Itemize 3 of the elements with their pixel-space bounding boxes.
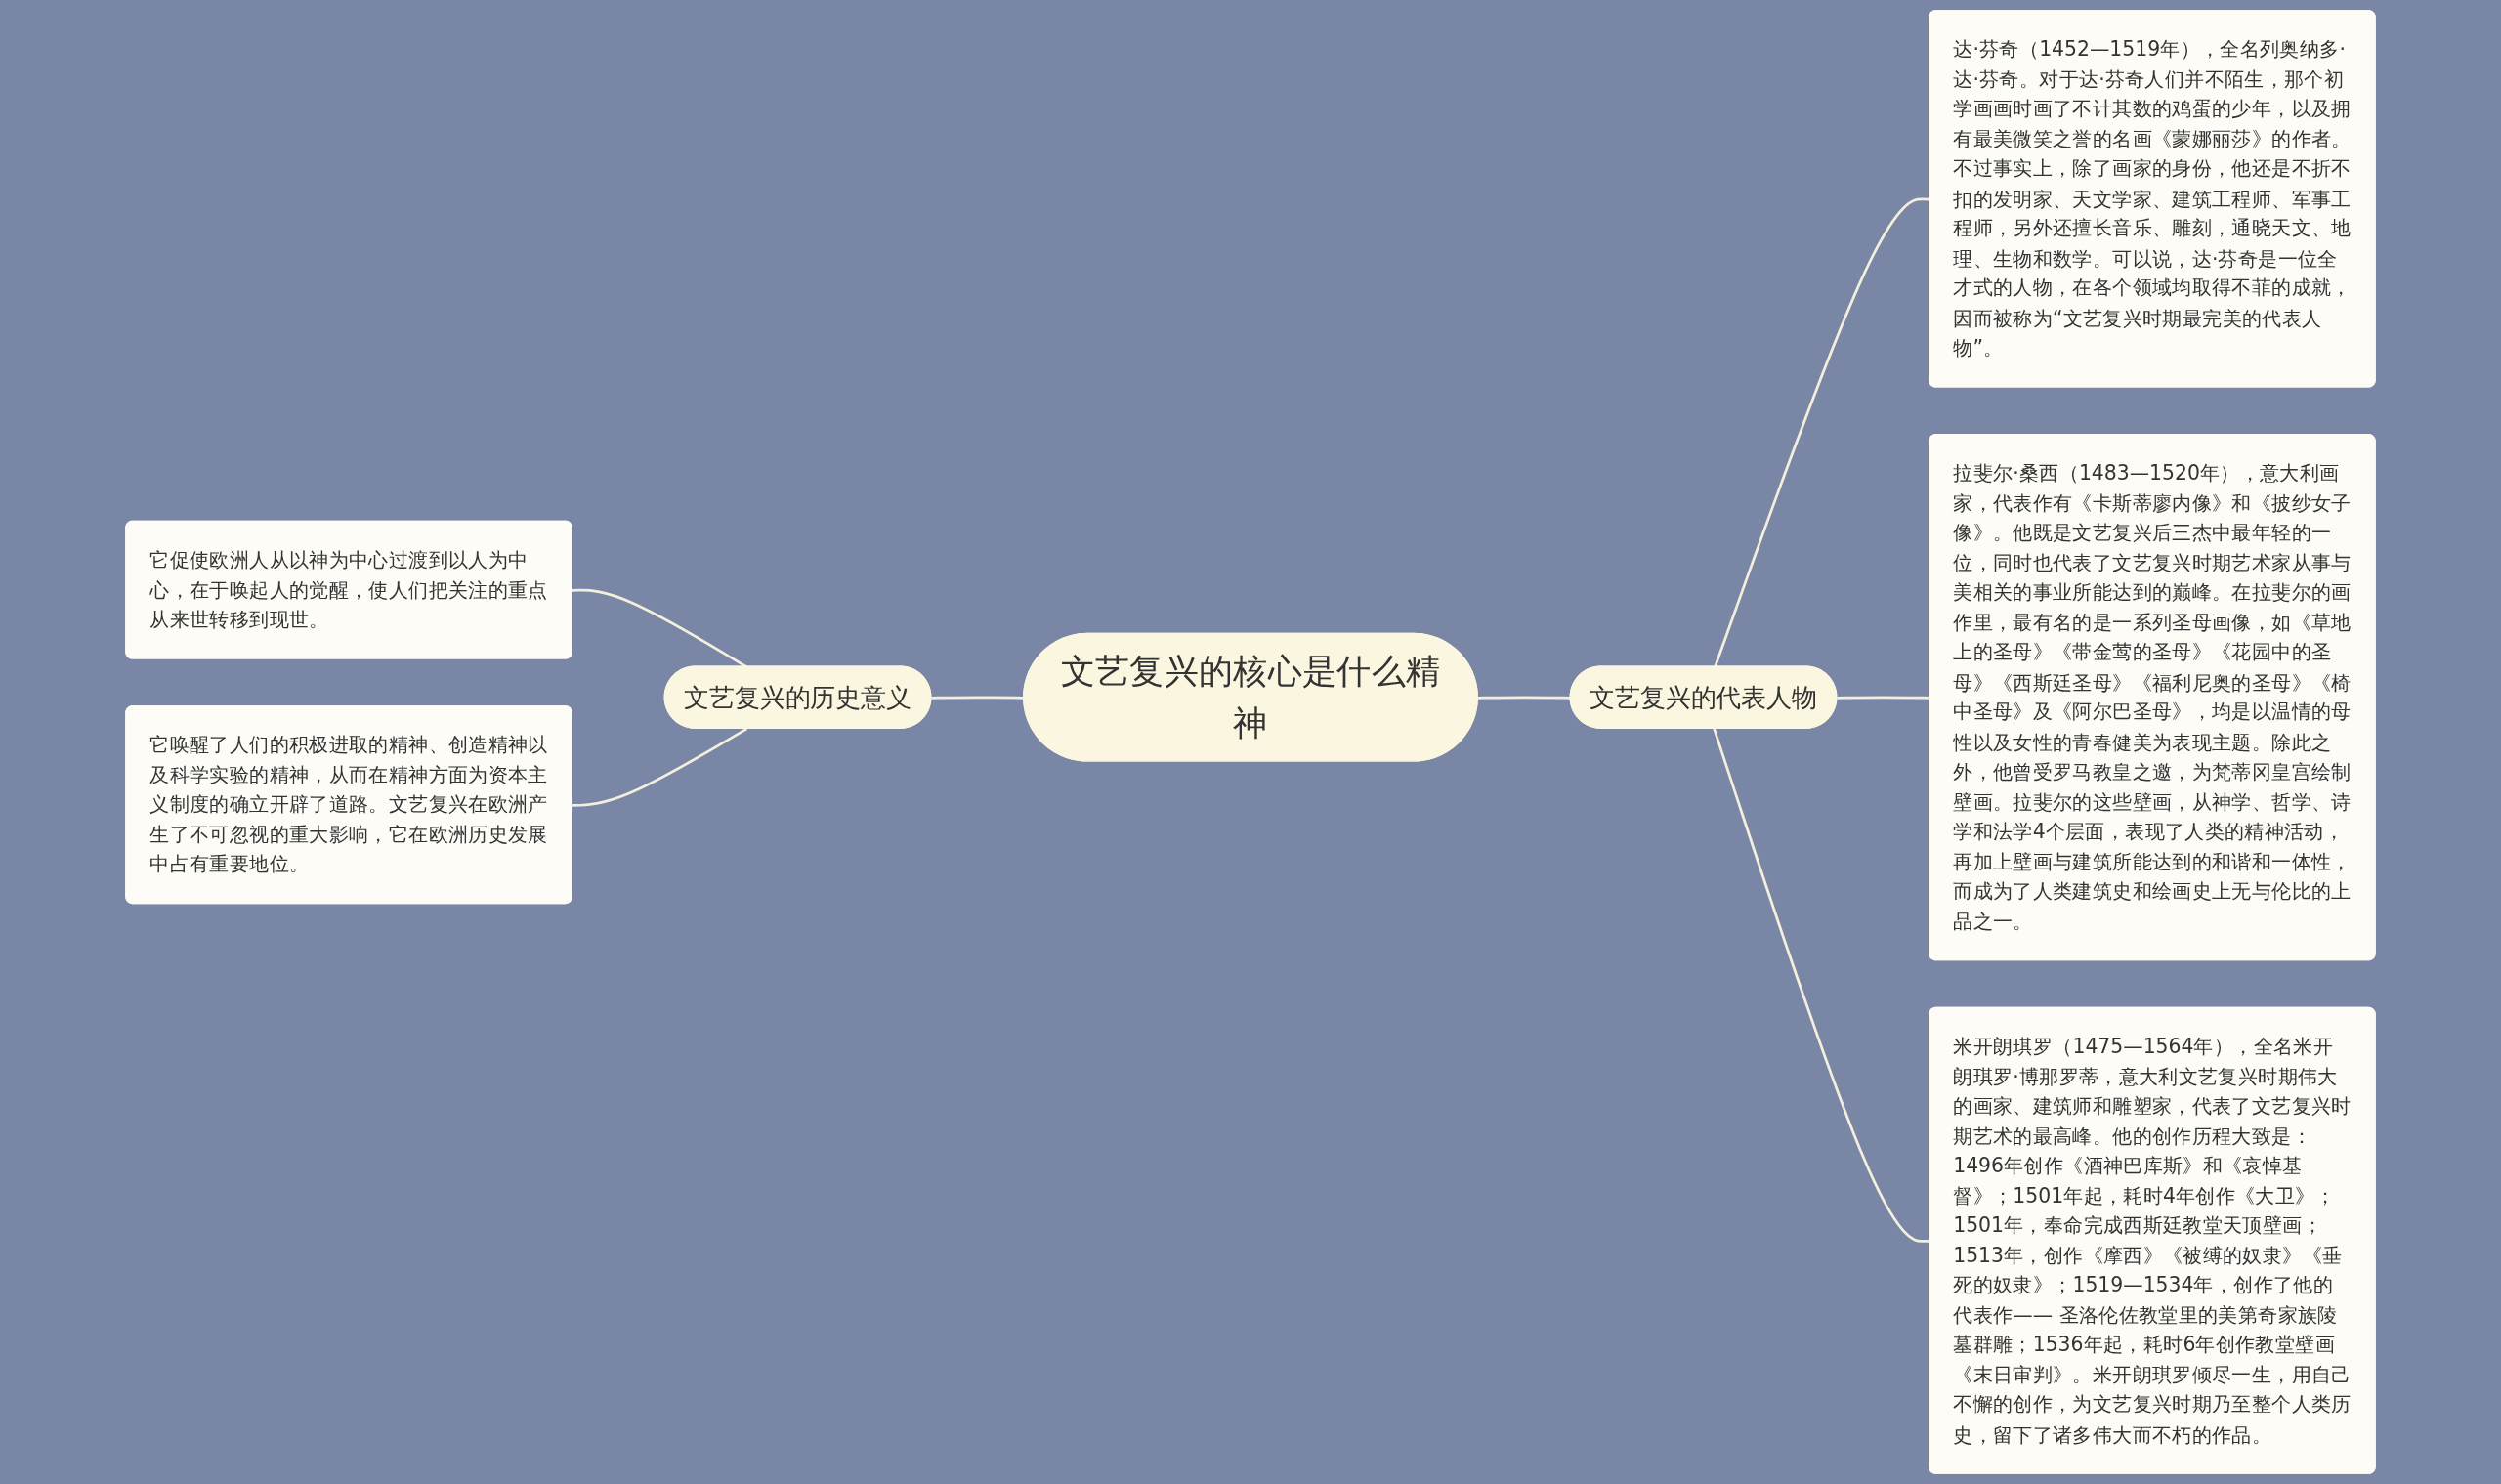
- connector: [572, 588, 748, 668]
- connector: [572, 727, 748, 807]
- connector: [1477, 696, 1571, 700]
